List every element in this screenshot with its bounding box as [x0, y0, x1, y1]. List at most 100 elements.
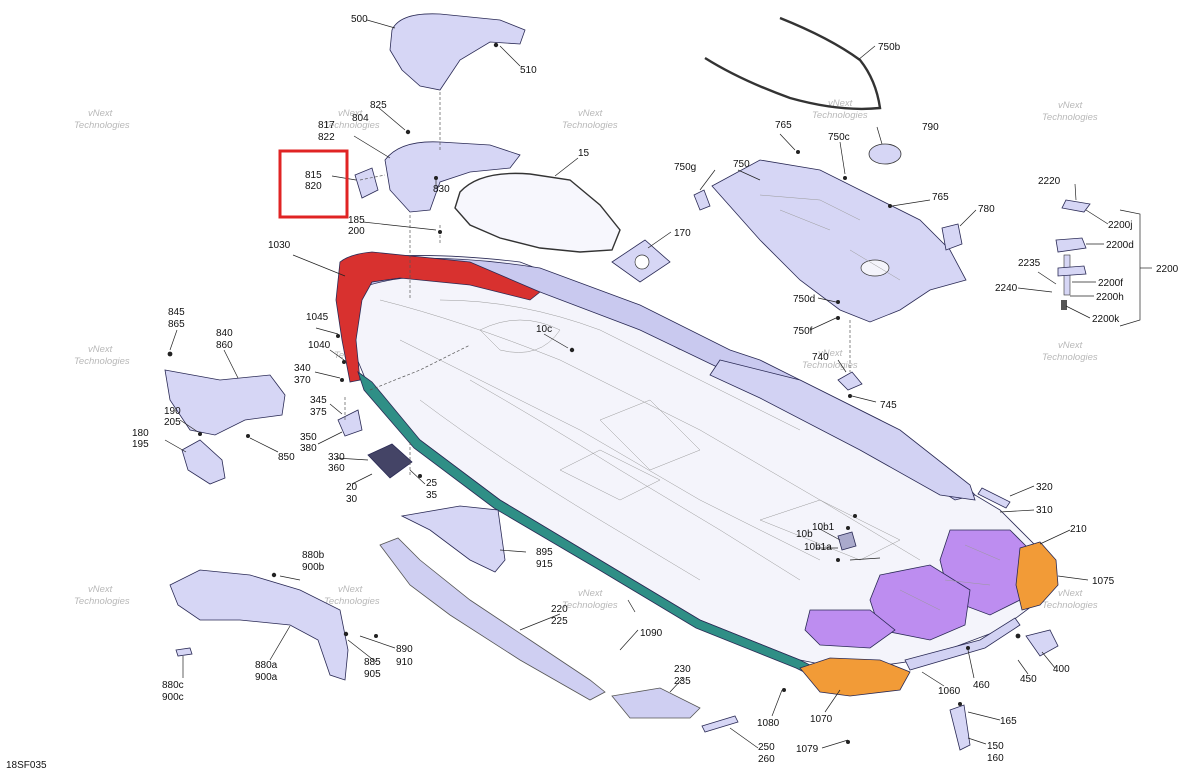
storage-tray-750[interactable]	[711, 159, 967, 323]
handle-150[interactable]	[949, 704, 971, 751]
rear-rail-1060[interactable]	[904, 617, 1021, 671]
upper-panel-817[interactable]	[384, 141, 521, 213]
callout-2200[interactable]: 2200	[1156, 264, 1179, 275]
callout-815[interactable]: 815	[305, 170, 322, 181]
callout-10b1a[interactable]: 10b1a	[804, 542, 832, 553]
strip-250[interactable]	[701, 715, 739, 733]
callout-900c[interactable]: 900c	[162, 692, 184, 703]
callout-790[interactable]: 790	[922, 122, 939, 133]
rear-bumper-1070[interactable]	[799, 657, 911, 697]
callout-260[interactable]: 260	[758, 754, 775, 765]
callout-915[interactable]: 915	[536, 559, 553, 570]
callout-1090[interactable]: 1090	[640, 628, 663, 639]
callout-905[interactable]: 905	[364, 669, 381, 680]
rear-bumper-210[interactable]	[1015, 541, 1059, 611]
side-panel-840[interactable]	[164, 369, 286, 436]
callout-375[interactable]: 375	[310, 407, 327, 418]
callout-830[interactable]: 830	[433, 184, 450, 195]
callout-35[interactable]: 35	[426, 490, 438, 501]
callout-900b[interactable]: 900b	[302, 562, 325, 573]
callout-510[interactable]: 510	[520, 65, 537, 76]
fastener-740[interactable]	[837, 371, 863, 391]
panel-815[interactable]	[354, 167, 379, 199]
callout-1060[interactable]: 1060	[938, 686, 961, 697]
bracket-345[interactable]	[337, 409, 363, 437]
callout-880b[interactable]: 880b	[302, 550, 325, 561]
mat-220[interactable]	[379, 537, 606, 701]
bracket-10b[interactable]	[837, 531, 857, 551]
callout-220[interactable]: 220	[551, 604, 568, 615]
callout-2240[interactable]: 2240	[995, 283, 1018, 294]
callout-2200h[interactable]: 2200h	[1096, 292, 1124, 303]
callout-840[interactable]: 840	[216, 328, 233, 339]
callout-822[interactable]: 822	[318, 132, 335, 143]
callout-200[interactable]: 200	[348, 226, 365, 237]
callout-380[interactable]: 380	[300, 443, 317, 454]
vent-330[interactable]	[367, 443, 413, 479]
highlight-box[interactable]	[278, 149, 349, 219]
callout-750[interactable]: 750	[733, 159, 750, 170]
callout-780[interactable]: 780	[978, 204, 995, 215]
side-deck-895[interactable]	[400, 505, 506, 573]
callout-1045[interactable]: 1045	[306, 312, 329, 323]
callout-10c[interactable]: 10c	[536, 324, 552, 335]
callout-170[interactable]: 170	[674, 228, 691, 239]
callout-185[interactable]: 185	[348, 215, 365, 226]
callout-400[interactable]: 400	[1053, 664, 1070, 675]
callout-895[interactable]: 895	[536, 547, 553, 558]
callout-320[interactable]: 320	[1036, 482, 1053, 493]
callout-750f[interactable]: 750f	[793, 326, 813, 337]
callout-825[interactable]: 825	[370, 100, 387, 111]
callout-2220[interactable]: 2220	[1038, 176, 1061, 187]
callout-1030[interactable]: 1030	[268, 240, 291, 251]
callout-2200j[interactable]: 2200j	[1108, 220, 1132, 231]
callout-180[interactable]: 180	[132, 428, 149, 439]
stair-guard-400[interactable]	[1025, 629, 1059, 657]
gasket-750b[interactable]	[704, 16, 882, 111]
callout-190[interactable]: 190	[164, 406, 181, 417]
callout-1079[interactable]: 1079	[796, 744, 819, 755]
callout-205[interactable]: 205	[164, 417, 181, 428]
callout-370[interactable]: 370	[294, 375, 311, 386]
callout-350[interactable]: 350	[300, 432, 317, 443]
callout-250[interactable]: 250	[758, 742, 775, 753]
strip-880c[interactable]	[175, 647, 193, 657]
callout-10b1[interactable]: 10b1	[812, 522, 835, 533]
callout-230[interactable]: 230	[674, 664, 691, 675]
foot-mats[interactable]	[804, 529, 1031, 649]
callout-160[interactable]: 160	[987, 753, 1004, 764]
callout-750g[interactable]: 750g	[674, 162, 696, 173]
callout-340[interactable]: 340	[294, 363, 311, 374]
latch-780[interactable]	[941, 223, 963, 251]
callout-880a[interactable]: 880a	[255, 660, 278, 671]
callout-765-right[interactable]: 765	[932, 192, 949, 203]
mat-230[interactable]	[611, 687, 701, 719]
callout-345[interactable]: 345	[310, 395, 327, 406]
cap-790[interactable]	[868, 143, 902, 165]
callout-845[interactable]: 845	[168, 307, 185, 318]
callout-890[interactable]: 890	[396, 644, 413, 655]
callout-860[interactable]: 860	[216, 340, 233, 351]
callout-910[interactable]: 910	[396, 657, 413, 668]
callout-165[interactable]: 165	[1000, 716, 1017, 727]
callout-150[interactable]: 150	[987, 741, 1004, 752]
callout-740[interactable]: 740	[812, 352, 829, 363]
callout-804[interactable]: 804	[352, 113, 369, 124]
callout-750d[interactable]: 750d	[793, 294, 815, 305]
bracket-assembly-2200[interactable]	[1055, 199, 1091, 310]
callout-460[interactable]: 460	[973, 680, 990, 691]
callout-820[interactable]: 820	[305, 181, 322, 192]
callout-30[interactable]: 30	[346, 494, 358, 505]
callout-2235[interactable]: 2235	[1018, 258, 1041, 269]
callout-745[interactable]: 745	[880, 400, 897, 411]
latch-750g[interactable]	[693, 189, 711, 211]
side-panel-880a[interactable]	[169, 569, 349, 681]
callout-20[interactable]: 20	[346, 482, 358, 493]
callout-210[interactable]: 210	[1070, 524, 1087, 535]
callout-225[interactable]: 225	[551, 616, 568, 627]
callout-450[interactable]: 450	[1020, 674, 1037, 685]
handlebar-cover-500[interactable]	[389, 13, 526, 91]
callout-195[interactable]: 195	[132, 439, 149, 450]
callout-885[interactable]: 885	[364, 657, 381, 668]
callout-2200f[interactable]: 2200f	[1098, 278, 1123, 289]
